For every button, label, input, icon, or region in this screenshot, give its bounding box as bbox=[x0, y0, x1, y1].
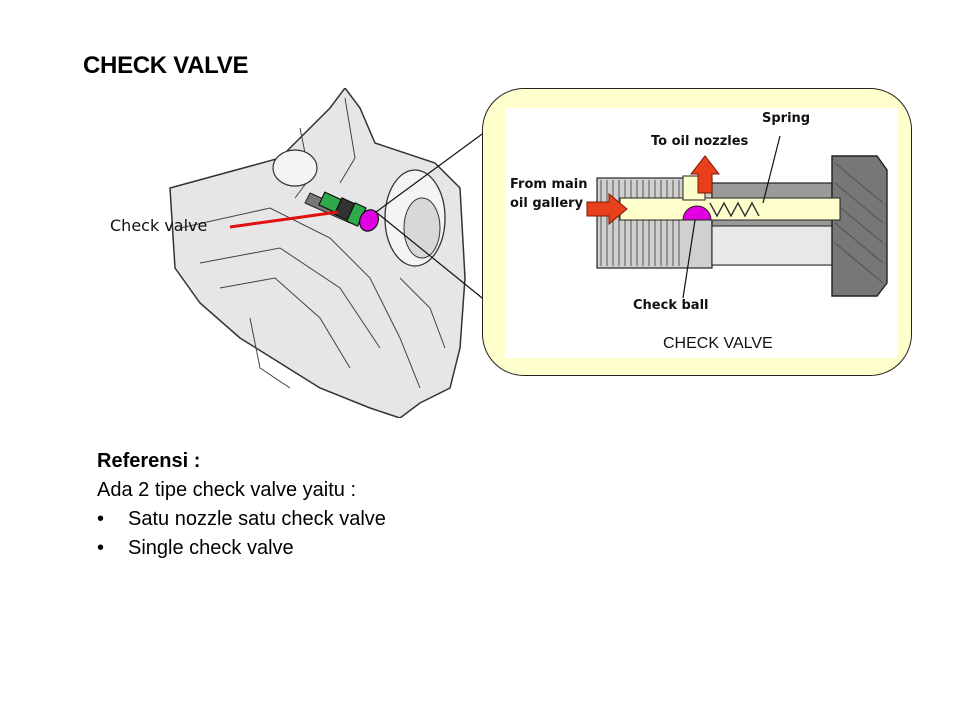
check-valve-label: Check valve bbox=[110, 216, 208, 235]
reference-section: Referensi : Ada 2 tipe check valve yaitu… bbox=[97, 447, 386, 563]
reference-heading: Referensi : bbox=[97, 450, 201, 472]
reference-list: • Satu nozzle satu check valve • Single … bbox=[97, 505, 386, 563]
engine-block-illustration bbox=[169, 88, 466, 418]
bullet-icon: • bbox=[97, 537, 105, 559]
reference-intro: Ada 2 tipe check valve yaitu : bbox=[97, 479, 357, 501]
check-ball-label: Check ball bbox=[633, 298, 709, 313]
list-item: • Satu nozzle satu check valve bbox=[97, 505, 386, 534]
bullet-icon: • bbox=[97, 508, 105, 530]
spring-label: Spring bbox=[762, 111, 811, 126]
list-item-text: Satu nozzle satu check valve bbox=[128, 508, 386, 530]
check-valve-cutaway bbox=[505, 108, 897, 358]
from-main-label-line1: From main bbox=[510, 177, 588, 192]
to-oil-nozzles-label: To oil nozzles bbox=[651, 134, 749, 149]
list-item-text: Single check valve bbox=[128, 537, 294, 559]
detail-caption: CHECK VALVE bbox=[663, 335, 773, 352]
list-item: • Single check valve bbox=[97, 534, 386, 563]
page-title: CHECK VALVE bbox=[83, 52, 249, 79]
from-main-label-line2: oil gallery bbox=[510, 196, 584, 211]
